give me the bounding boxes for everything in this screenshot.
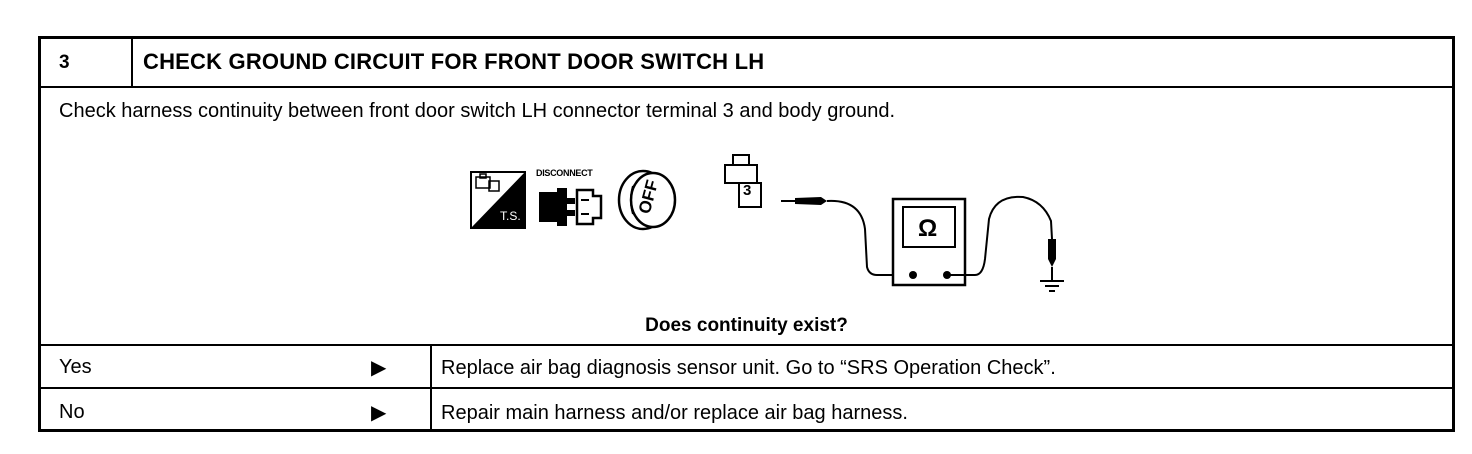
question-bottom-border (41, 344, 1452, 346)
disconnect-connector-icon (539, 188, 603, 226)
ignition-off-icon (617, 169, 677, 231)
door-switch-connector (724, 154, 762, 208)
arrow-icon: ▶ (371, 402, 387, 424)
answer-label: Yes (59, 356, 92, 378)
answer-label: No (59, 401, 85, 423)
ts-label: T.S. (500, 209, 521, 223)
instruction-text: Check harness continuity between front d… (59, 100, 896, 122)
step-number: 3 (59, 52, 70, 73)
answer-action: Repair main harness and/or replace air b… (441, 402, 908, 424)
answer-row-divider (41, 387, 1452, 389)
diagnostic-step-table: 3 CHECK GROUND CIRCUIT FOR FRONT DOOR SW… (38, 36, 1455, 432)
ohmmeter-circuit (781, 195, 1064, 292)
disconnect-label: DISCONNECT (536, 168, 593, 178)
ts-icon (470, 171, 526, 229)
terminal-number: 3 (743, 182, 752, 199)
question-text: Does continuity exist? (645, 315, 848, 336)
header-bottom-border (41, 86, 1452, 88)
step-title: CHECK GROUND CIRCUIT FOR FRONT DOOR SWIT… (143, 49, 765, 74)
answer-action: Replace air bag diagnosis sensor unit. G… (441, 357, 1056, 379)
header-divider (131, 39, 133, 86)
ohm-symbol: Ω (918, 215, 938, 242)
arrow-icon: ▶ (371, 357, 387, 379)
